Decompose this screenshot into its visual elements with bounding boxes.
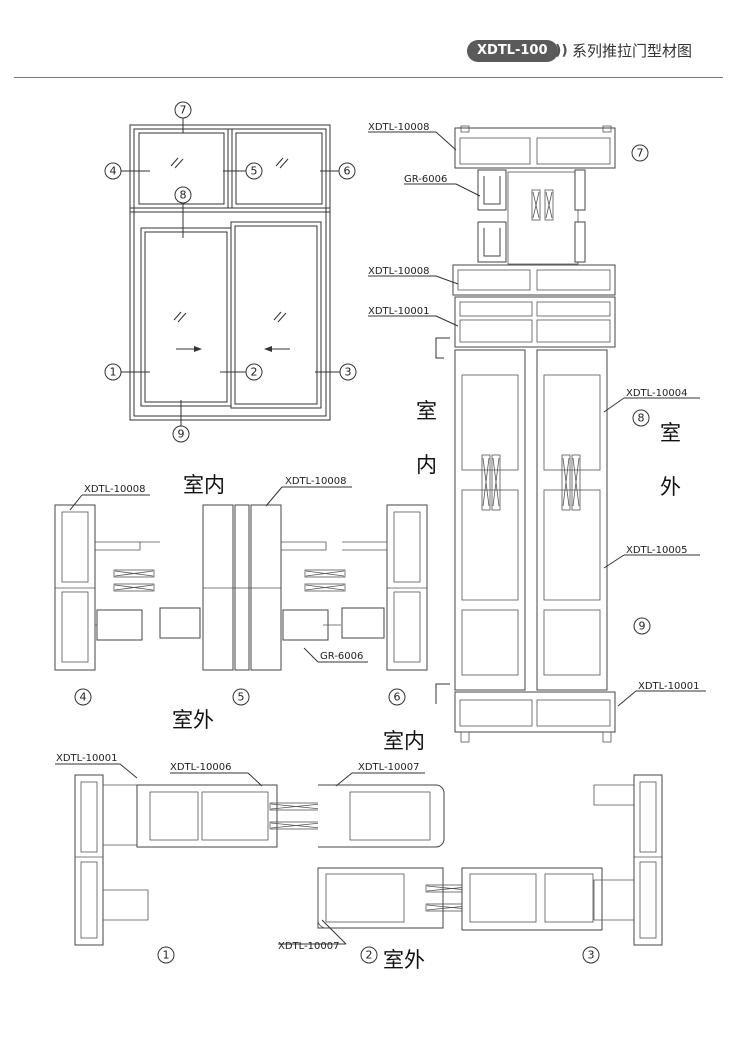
label-xdtl-10005: XDTL-10005 [626, 545, 687, 556]
label-xdtl-10001-lower: XDTL-10001 [56, 753, 117, 764]
outdoor-vertical-char-2: 外 [660, 475, 681, 499]
callout-9: 9 [172, 425, 190, 443]
indoor-label-lower: 室内 [383, 729, 425, 753]
callout-8: 8 [174, 186, 192, 204]
page-title: 系列推拉门型材图 [572, 42, 693, 60]
svg-text:2: 2 [366, 949, 373, 962]
label-gr-6006-top: GR-6006 [404, 174, 447, 185]
callout-2: 2 [245, 363, 263, 381]
svg-text:5: 5 [251, 165, 258, 178]
vertical-section [435, 125, 616, 743]
svg-text:1: 1 [110, 366, 117, 379]
svg-text:5: 5 [238, 691, 245, 704]
svg-text:1: 1 [163, 949, 170, 962]
callout-3-section: 3 [582, 946, 600, 964]
label-xdtl-10001-bottom: XDTL-10001 [638, 681, 699, 692]
callout-7: 7 [174, 101, 192, 119]
outdoor-label-lower: 室外 [383, 948, 425, 972]
callout-5: 5 [245, 162, 263, 180]
label-xdtl-10004: XDTL-10004 [626, 388, 687, 399]
callout-5-section: 5 [232, 688, 250, 706]
label-xdtl-10006: XDTL-10006 [170, 762, 231, 773]
svg-text:7: 7 [637, 147, 644, 160]
callout-1-section: 1 [157, 946, 175, 964]
outdoor-vertical-char-1: 室 [660, 421, 681, 445]
callout-1: 1 [104, 363, 122, 381]
callout-4-section: 4 [74, 688, 92, 706]
horizontal-section-upper [54, 504, 428, 671]
svg-text:9: 9 [639, 620, 646, 633]
svg-text:6: 6 [394, 691, 401, 704]
window-elevation: 7 4 5 6 8 1 2 3 9 [104, 101, 357, 443]
callout-9-section: 9 [633, 617, 651, 635]
indoor-vertical-char-2: 内 [416, 453, 437, 477]
page-header: XDTL-100 )) 系列推拉门型材图 [0, 0, 737, 80]
leader-lines [55, 131, 706, 945]
callout-3: 3 [339, 363, 357, 381]
header-divider [14, 77, 723, 78]
badge-decoration: )) [555, 43, 568, 59]
callout-8-section: 8 [632, 409, 650, 427]
svg-text:6: 6 [344, 165, 351, 178]
svg-text:4: 4 [80, 691, 87, 704]
callout-6: 6 [338, 162, 356, 180]
label-xdtl-10008-top: XDTL-10008 [368, 122, 429, 133]
label-gr-6006-middle: GR-6006 [320, 651, 363, 662]
svg-text:9: 9 [178, 428, 185, 441]
label-xdtl-10001-upper: XDTL-10001 [368, 306, 429, 317]
svg-text:8: 8 [638, 412, 645, 425]
label-xdtl-10008-middle: XDTL-10008 [285, 476, 346, 487]
label-xdtl-10008-left: XDTL-10008 [84, 484, 145, 495]
label-xdtl-10007-top: XDTL-10007 [358, 762, 419, 773]
svg-text:4: 4 [110, 165, 117, 178]
callout-6-section: 6 [388, 688, 406, 706]
indoor-label-upper: 室内 [183, 473, 225, 497]
callout-7-section: 7 [631, 144, 649, 162]
callout-4: 4 [104, 162, 122, 180]
horizontal-section-lower [74, 774, 663, 946]
svg-text:8: 8 [180, 189, 187, 202]
label-xdtl-10008-transom: XDTL-10008 [368, 266, 429, 277]
indoor-vertical-char-1: 室 [416, 399, 437, 423]
series-badge: XDTL-100 [467, 40, 558, 62]
label-xdtl-10007-bottom: XDTL-10007 [278, 941, 339, 952]
svg-text:2: 2 [251, 366, 258, 379]
outdoor-label-upper: 室外 [172, 708, 214, 732]
svg-text:3: 3 [345, 366, 352, 379]
callout-2-section: 2 [360, 946, 378, 964]
svg-text:3: 3 [588, 949, 595, 962]
svg-text:7: 7 [180, 104, 187, 117]
